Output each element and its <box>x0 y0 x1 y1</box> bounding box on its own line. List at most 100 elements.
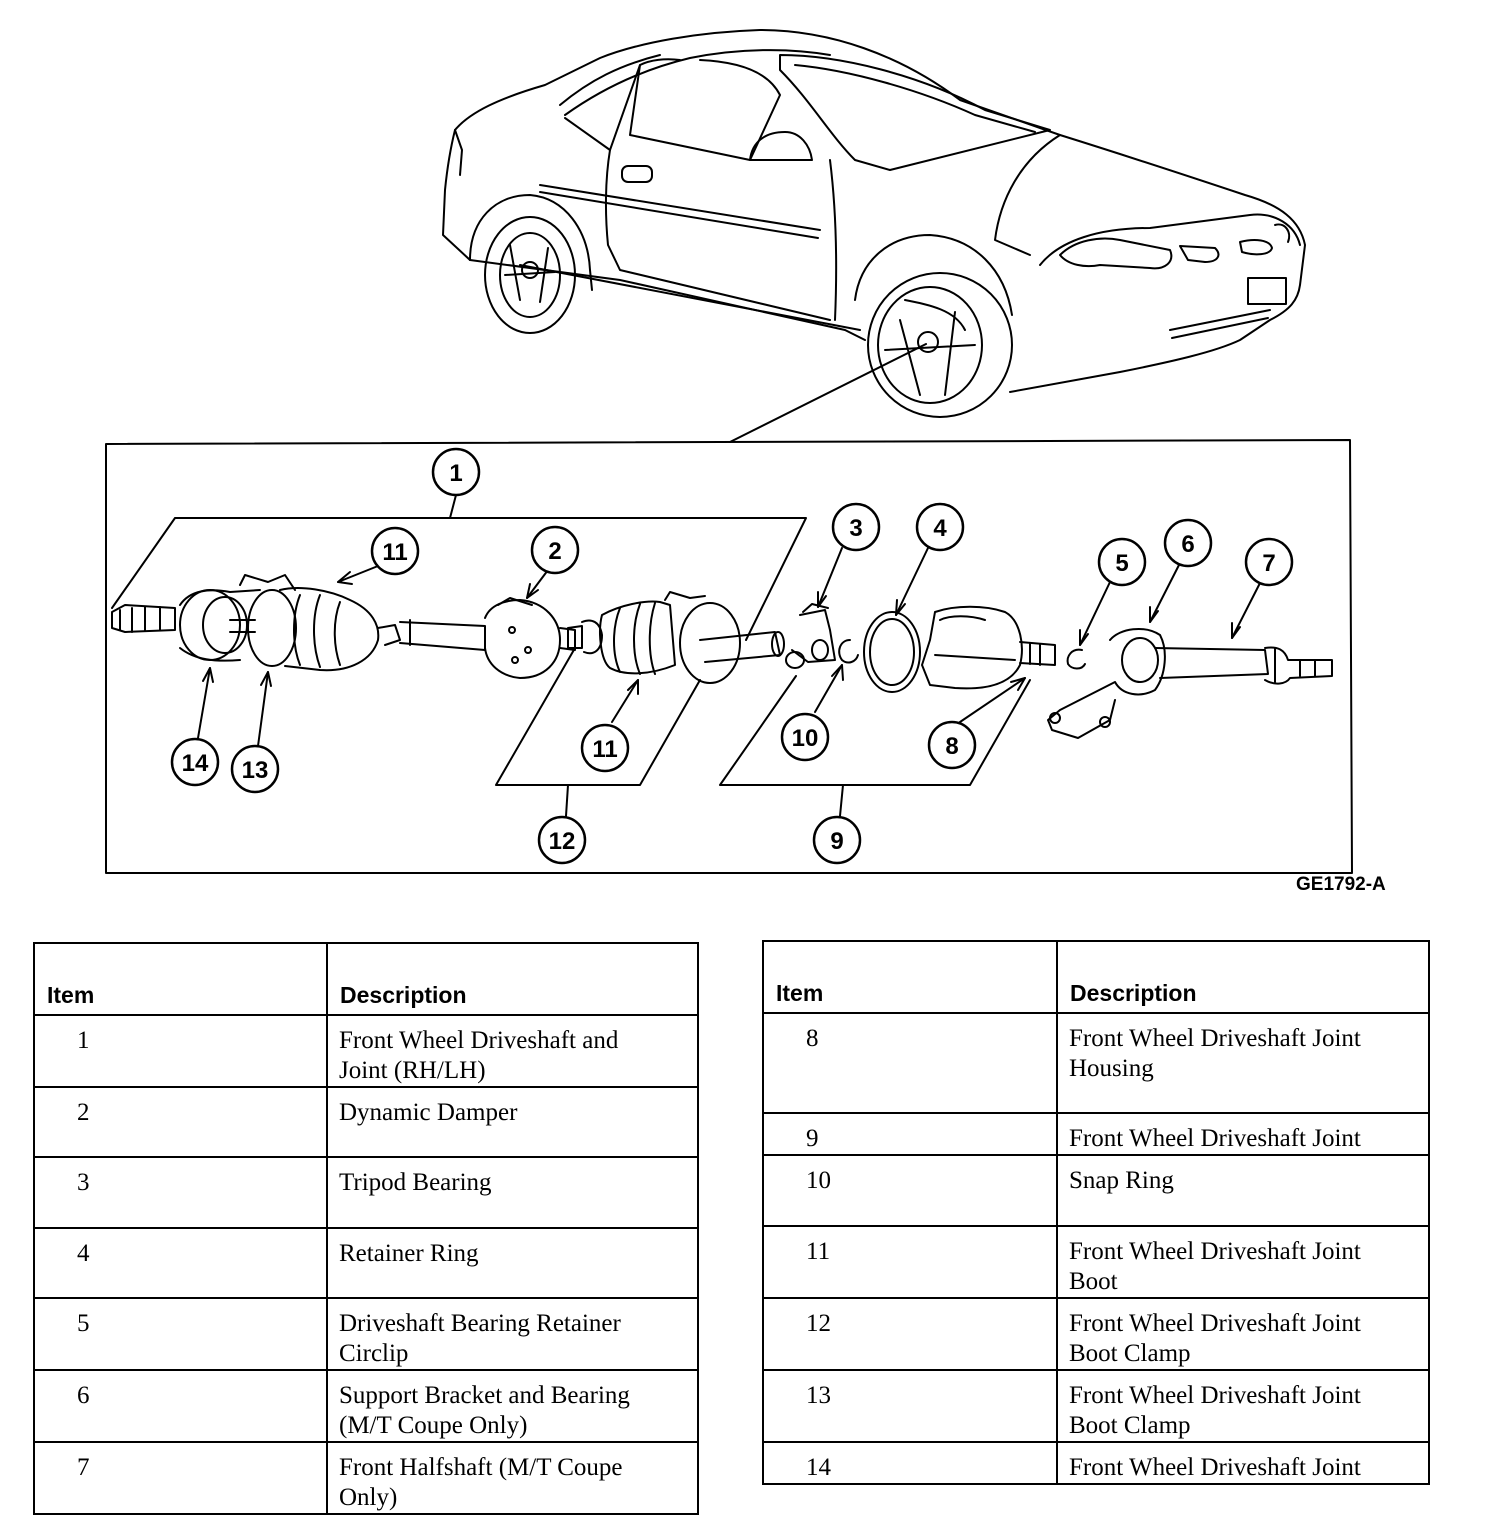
wheel-leader-line <box>729 343 927 443</box>
item-number: 14 <box>762 1441 1058 1485</box>
circlip-part <box>1066 648 1086 670</box>
svg-text:4: 4 <box>933 515 947 542</box>
svg-text:8: 8 <box>945 733 958 760</box>
svg-text:13: 13 <box>242 757 269 784</box>
table-header-row: Item Description <box>762 940 1430 1014</box>
item-description: Snap Ring <box>1056 1154 1430 1227</box>
detail-box <box>105 439 1353 874</box>
item-number: 3 <box>33 1156 328 1229</box>
callout-13: 13 <box>230 744 280 794</box>
svg-text:2: 2 <box>548 538 561 565</box>
callout-1: 1 <box>431 447 481 497</box>
exploded-diagram: 1 2 3 4 5 6 7 8 9 10 11 11 12 13 14 GE17… <box>105 29 1386 895</box>
item-number: 1 <box>33 1014 328 1088</box>
item-number: 7 <box>33 1441 328 1515</box>
item-number: 4 <box>33 1227 328 1299</box>
item-number: 10 <box>762 1154 1058 1227</box>
table-row: 10 Snap Ring <box>762 1154 1430 1227</box>
svg-text:11: 11 <box>382 539 407 566</box>
callout-3: 3 <box>831 502 881 552</box>
callout-8: 8 <box>927 720 977 770</box>
item-number: 6 <box>33 1369 328 1443</box>
table-row: 4 Retainer Ring <box>33 1227 699 1299</box>
outer-cv-joint-assembly <box>111 574 401 672</box>
joint-housing-part <box>921 605 1056 690</box>
figure-code: GE1792-A <box>1296 874 1386 895</box>
svg-text:1: 1 <box>449 460 462 487</box>
bracket-9 <box>719 675 1031 786</box>
svg-text:14: 14 <box>182 750 209 777</box>
callout-7: 7 <box>1244 537 1294 587</box>
support-bracket-part <box>1047 628 1166 739</box>
callout-6: 6 <box>1163 518 1213 568</box>
shaft <box>399 619 486 651</box>
callout-2: 2 <box>530 525 580 575</box>
callout-11-inner: 11 <box>580 723 630 773</box>
item-column-header: Item <box>33 942 328 1016</box>
callout-14: 14 <box>170 737 220 787</box>
callout-markers: 1 2 3 4 5 6 7 8 9 10 11 11 12 13 14 <box>170 447 1294 865</box>
table-row: 14 Front Wheel Driveshaft Joint <box>762 1441 1430 1485</box>
dynamic-damper-part <box>484 597 576 679</box>
car-illustration <box>442 29 1306 418</box>
svg-text:12: 12 <box>549 828 576 855</box>
svg-text:7: 7 <box>1262 550 1275 577</box>
parts-table-right: Item Description 8 Front Wheel Driveshaf… <box>762 940 1430 1485</box>
item-column-header: Item <box>762 940 1058 1014</box>
retainer-ring-part <box>863 611 921 693</box>
parts-table-left: Item Description 1 Front Wheel Driveshaf… <box>33 942 699 1515</box>
item-description: Front Wheel Driveshaft Joint <box>1056 1112 1430 1156</box>
item-number: 12 <box>762 1297 1058 1371</box>
table-row: 6 Support Bracket and Bearing(M/T Coupe … <box>33 1369 699 1443</box>
item-number: 11 <box>762 1225 1058 1299</box>
item-number: 5 <box>33 1297 328 1371</box>
item-description: Tripod Bearing <box>326 1156 699 1229</box>
item-description: Dynamic Damper <box>326 1086 699 1158</box>
item-number: 13 <box>762 1369 1058 1443</box>
inner-boot-assembly <box>567 591 785 684</box>
callout-4: 4 <box>915 502 965 552</box>
tripod-bearing-part <box>785 603 836 669</box>
table-row: 2 Dynamic Damper <box>33 1086 699 1158</box>
svg-text:3: 3 <box>849 515 862 542</box>
callout-12: 12 <box>537 815 587 865</box>
callout-10: 10 <box>780 712 830 762</box>
item-number: 9 <box>762 1112 1058 1156</box>
item-number: 2 <box>33 1086 328 1158</box>
svg-text:10: 10 <box>792 725 819 752</box>
svg-text:5: 5 <box>1115 550 1128 577</box>
item-description: Retainer Ring <box>326 1227 699 1299</box>
table-row: 3 Tripod Bearing <box>33 1156 699 1229</box>
callout-5: 5 <box>1097 537 1147 587</box>
snap-ring-part <box>838 639 859 664</box>
svg-text:11: 11 <box>592 736 617 763</box>
table-header-row: Item Description <box>33 942 699 1016</box>
callout-11-outer: 11 <box>370 526 420 576</box>
halfshaft-part <box>1154 646 1333 685</box>
item-description: Support Bracket and Bearing(M/T Coupe On… <box>326 1369 699 1443</box>
svg-text:9: 9 <box>830 828 843 855</box>
description-column-header: Description <box>1056 940 1430 1014</box>
svg-text:6: 6 <box>1181 531 1194 558</box>
callout-9: 9 <box>812 815 862 865</box>
table-row: 9 Front Wheel Driveshaft Joint <box>762 1112 1430 1156</box>
bracket-1 <box>111 517 807 641</box>
description-column-header: Description <box>326 942 699 1016</box>
item-description: Front Wheel Driveshaft Joint <box>1056 1441 1430 1485</box>
callout-leaders <box>197 547 1261 747</box>
item-number: 8 <box>762 1012 1058 1114</box>
